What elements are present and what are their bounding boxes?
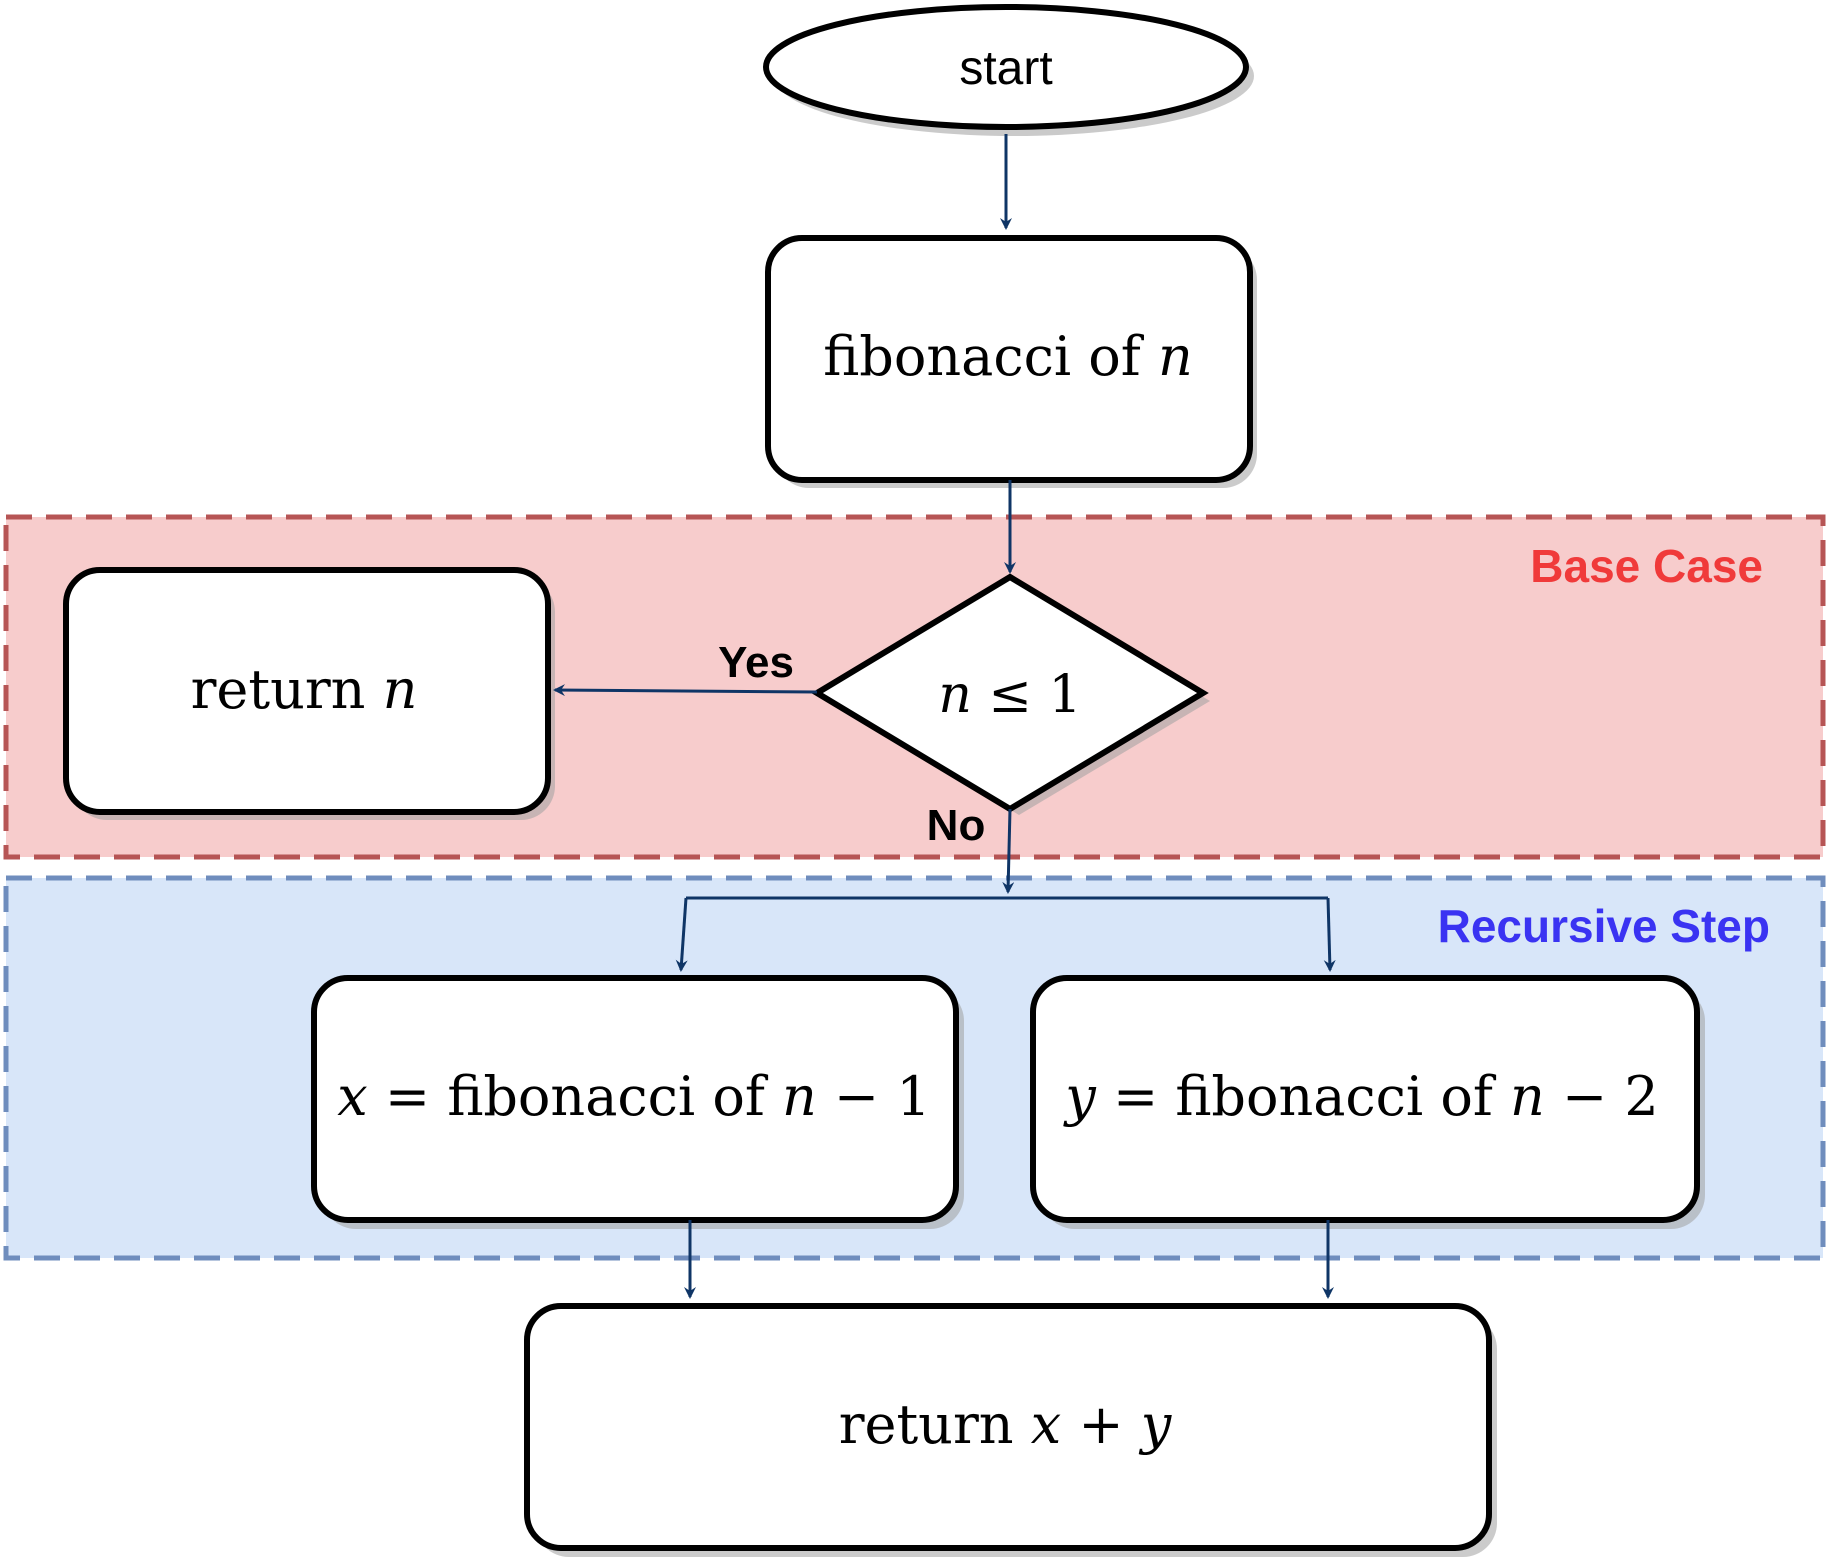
start-label: start <box>959 42 1052 95</box>
fibonacci-of-n-label: fibonacci of n <box>823 325 1192 388</box>
return-sum-label: return x + y <box>839 1393 1173 1456</box>
no-label: No <box>927 801 986 850</box>
recursive-step-label: Recursive Step <box>1438 900 1770 952</box>
return-n-label: return n <box>191 658 418 721</box>
start-node[interactable]: start <box>763 4 1249 130</box>
return-sum-node[interactable]: return x + y <box>524 1303 1492 1551</box>
x-fibonacci-node[interactable]: x = fibonacci of n − 1 <box>311 975 959 1223</box>
base-case-label: Base Case <box>1530 540 1763 592</box>
yes-label: Yes <box>718 638 794 687</box>
base-case-decision[interactable]: n ≤ 1 <box>811 573 1209 813</box>
decision-label: n ≤ 1 <box>938 665 1081 725</box>
return-n-node[interactable]: return n <box>63 567 551 815</box>
edge-split-to-x <box>675 897 688 972</box>
y-fibonacci-node[interactable]: y = fibonacci of n − 2 <box>1030 975 1700 1223</box>
x-fibonacci-label: x = fibonacci of n − 1 <box>337 1065 930 1128</box>
edge-decision-yes-to-return <box>553 684 818 697</box>
edge-decision-no-down <box>1002 808 1015 894</box>
edge-split-to-y <box>1323 897 1336 972</box>
fibonacci-of-n-node[interactable]: fibonacci of n <box>765 235 1253 483</box>
y-fibonacci-label: y = fibonacci of n − 2 <box>1063 1065 1658 1128</box>
